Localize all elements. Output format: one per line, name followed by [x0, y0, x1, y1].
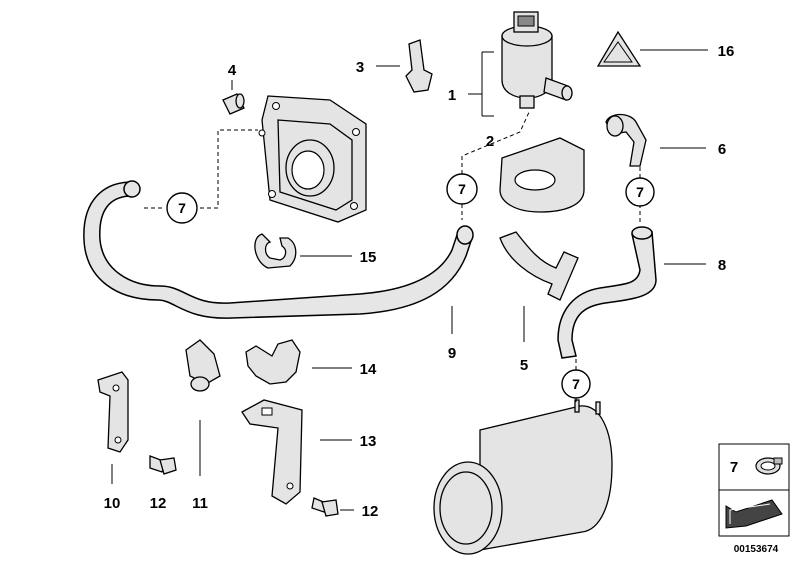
- part-12-bolt-left: [149, 455, 177, 475]
- callout-6: 6: [718, 141, 726, 158]
- part-5-bracket: [499, 231, 579, 301]
- callout-labels: 1 2 3 4 5 6 8 9 10 11 12 12 13 14 15 16: [104, 43, 735, 520]
- throttle-housing: [258, 95, 367, 223]
- part-16-label: [596, 30, 642, 67]
- callout-13: 13: [360, 433, 377, 450]
- part-10-bracket: [97, 371, 129, 453]
- callout-5: 5: [520, 357, 528, 374]
- reservoir-tank: [433, 399, 613, 555]
- hose-8: [557, 226, 657, 359]
- part-3-plug: [405, 39, 433, 93]
- hose-clamp-icon: [755, 457, 783, 475]
- callout-11: 11: [192, 495, 208, 512]
- callout-3: 3: [356, 59, 364, 76]
- part-4-cap: [222, 93, 245, 115]
- callout-12-right: 12: [362, 503, 379, 520]
- part-15-clip: [254, 233, 297, 269]
- clamp-ref-2: 7: [446, 173, 478, 205]
- legend-clamp-number: 7: [730, 459, 738, 476]
- callout-15: 15: [360, 249, 377, 266]
- part-1-pump: [501, 11, 573, 109]
- part-13-bracket: [241, 399, 303, 505]
- part-14-clip: [245, 339, 301, 385]
- legend-box: 7: [718, 443, 790, 537]
- clamp-ref-1: 7: [166, 192, 198, 224]
- callout-1: 1: [448, 87, 456, 104]
- svg-text:7: 7: [636, 184, 644, 200]
- clamp-ref-3: 7: [625, 177, 655, 207]
- clamp-ref-4: 7: [561, 369, 591, 399]
- hose-9: [83, 180, 474, 319]
- callout-4: 4: [228, 62, 237, 79]
- callout-2: 2: [486, 133, 494, 150]
- callout-8: 8: [718, 257, 726, 274]
- callout-9: 9: [448, 345, 456, 362]
- arrow-icon: [725, 499, 783, 529]
- part-11-clip: [185, 339, 221, 392]
- callout-12-left: 12: [150, 495, 167, 512]
- svg-text:7: 7: [178, 200, 186, 216]
- leader-lines: [111, 49, 708, 511]
- part-6-elbow: [605, 113, 647, 167]
- callout-14: 14: [360, 361, 377, 378]
- svg-text:7: 7: [458, 181, 466, 197]
- part-2-holder: [499, 137, 585, 213]
- callout-10: 10: [104, 495, 121, 512]
- svg-text:7: 7: [572, 376, 580, 392]
- callout-16: 16: [718, 43, 735, 60]
- dashed-connectors: [144, 109, 641, 404]
- part-12-bolt-right: [311, 497, 339, 517]
- document-id: 00153674: [734, 544, 779, 555]
